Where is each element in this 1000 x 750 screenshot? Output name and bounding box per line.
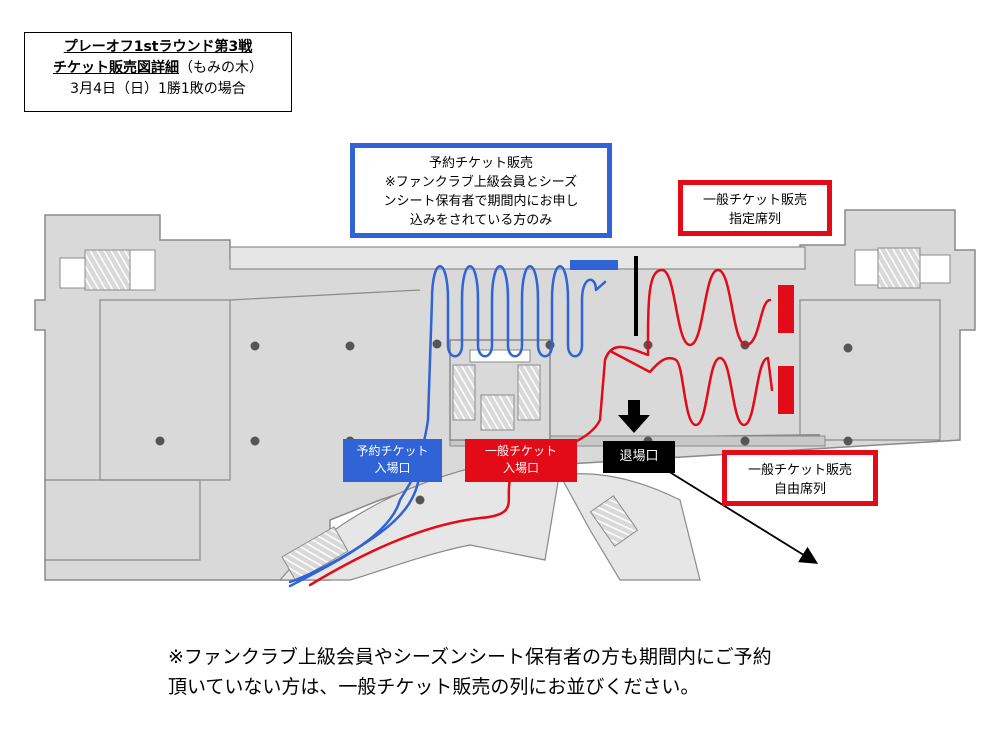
title-line-1: プレーオフ1stラウンド第3戦	[63, 39, 253, 55]
general-reserved-line-1: 一般チケット販売	[702, 193, 807, 208]
reserved-queue-approach	[288, 438, 422, 584]
right-stair-tower	[854, 247, 951, 289]
reserved-queue-line	[288, 265, 607, 588]
left-stair-tower	[59, 249, 156, 291]
general-reserved-booth	[778, 285, 794, 333]
reserved-entry-line-1: 予約チケット	[356, 444, 429, 458]
general-free-booth	[778, 366, 794, 414]
title-line-2-paren: （もみの木）	[179, 60, 263, 76]
arrow-diagonal-icon	[654, 462, 819, 564]
general-queue-lower	[610, 350, 774, 427]
general-entry-line-1: 一般チケット	[484, 444, 557, 458]
title-box: プレーオフ1stラウンド第3戦 チケット販売図詳細（もみの木） 3月4日（日）1…	[24, 32, 292, 112]
general-free-callout: 一般チケット販売 自由席列	[722, 450, 878, 506]
reserved-callout-line-3: ンシート保有者で期間内にお申し	[383, 194, 579, 209]
general-free-line-1: 一般チケット販売	[747, 463, 852, 478]
reserved-entry-line-2: 入場口	[374, 461, 411, 475]
central-staircase	[449, 339, 551, 441]
reserved-callout-line-4: 込みをされている方のみ	[409, 213, 553, 228]
reserved-ticket-callout: 予約チケット販売 ※ファンクラブ上級会員とシーズ ンシート保有者で期間内にお申し…	[350, 143, 612, 238]
arrow-down-icon	[618, 400, 650, 433]
reserved-entry-gate: 予約チケット 入場口	[343, 439, 442, 482]
note-line-2: 頂いていない方は、一般チケット販売の列にお並びください。	[168, 676, 700, 698]
bottom-note: ※ファンクラブ上級会員やシーズンシート保有者の方も期間内にご予約 頂いていない方…	[168, 642, 968, 702]
exit-gate: 退場口	[603, 441, 675, 473]
general-queue-line	[308, 268, 772, 587]
reserved-callout-line-1: 予約チケット販売	[428, 156, 533, 171]
general-reserved-line-2: 指定席列	[728, 212, 781, 227]
title-line-3: 3月4日（日）1勝1敗の場合	[70, 81, 246, 97]
reserved-sales-booth	[570, 260, 618, 270]
note-line-1: ※ファンクラブ上級会員やシーズンシート保有者の方も期間内にご予約	[168, 646, 772, 668]
general-reserved-callout: 一般チケット販売 指定席列	[678, 180, 832, 236]
general-entry-gate: 一般チケット 入場口	[465, 439, 577, 482]
title-line-2: チケット販売図詳細（もみの木）	[25, 58, 291, 79]
general-free-line-2: 自由席列	[773, 482, 826, 497]
reserved-callout-line-2: ※ファンクラブ上級会員とシーズ	[384, 175, 578, 190]
general-entry-line-2: 入場口	[502, 461, 539, 475]
title-line-2-main: チケット販売図詳細	[53, 60, 179, 76]
